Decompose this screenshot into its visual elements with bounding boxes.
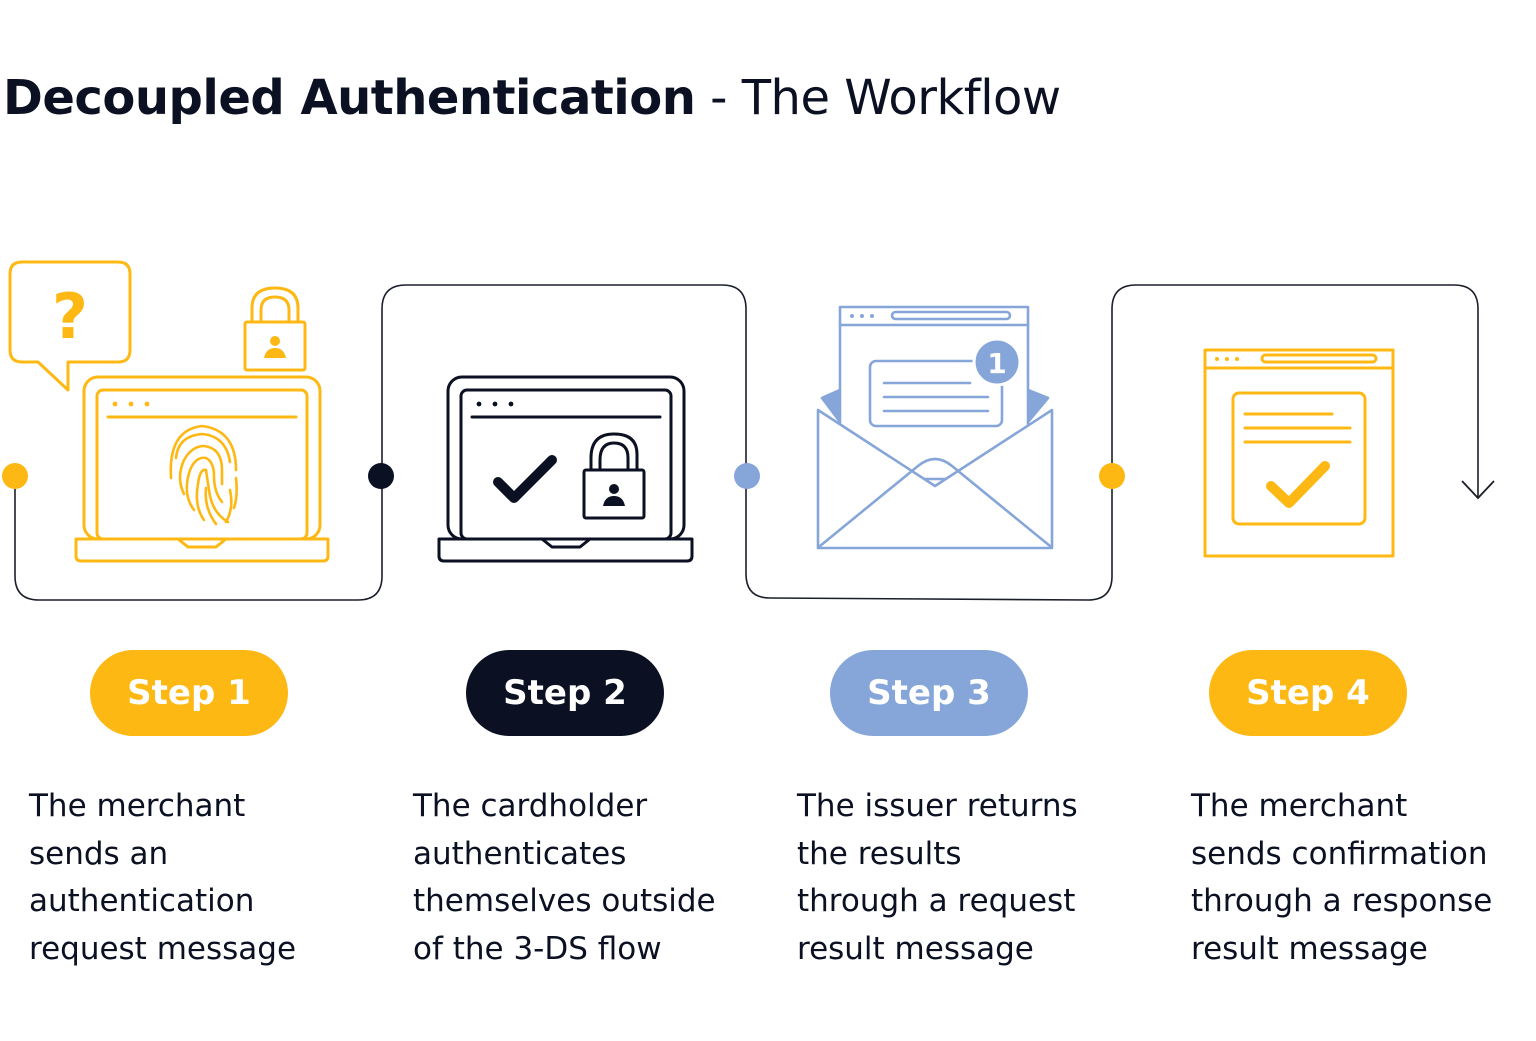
step-2-description: The cardholder authenticates themselves …	[413, 783, 716, 973]
approved-document-icon	[1203, 348, 1395, 558]
checkmark-icon	[493, 455, 557, 503]
arrow-head-icon	[1461, 480, 1495, 500]
question-bubble-icon: ?	[8, 260, 132, 392]
lock-icon	[243, 286, 307, 372]
node-dot-4	[1099, 463, 1125, 489]
open-lock-icon	[582, 432, 646, 520]
title-bold: Decoupled Authentication	[3, 70, 696, 126]
step-4-badge: Step 4	[1209, 650, 1407, 736]
fingerprint-icon	[169, 424, 238, 526]
step-2-line-3: themselves outside	[413, 883, 716, 919]
workflow-diagram: ?	[2, 260, 1495, 601]
notification-badge	[972, 337, 1022, 387]
step-3-badge: Step 3	[830, 650, 1028, 736]
step-1-line-1: The merchant	[29, 788, 246, 824]
step-4-description: The merchant sends confirmation through …	[1191, 783, 1492, 973]
step-4-line-2: sends confirmation	[1191, 835, 1488, 872]
step-3-description: The issuer returns the results through a…	[797, 783, 1078, 973]
step-3-line-2: the results	[797, 835, 962, 872]
step-1-label: Step 1	[127, 673, 251, 713]
step-2-line-4: of the 3-DS flow	[413, 930, 662, 967]
envelope-notification-icon: 1	[816, 305, 1054, 550]
step-2-label: Step 2	[503, 673, 627, 713]
step-4-line-1: The merchant	[1191, 788, 1408, 824]
step-1-line-2: sends an	[29, 835, 169, 872]
step-3-line-1: The issuer returns	[797, 788, 1078, 824]
step-1-description: The merchant sends an authentication req…	[29, 783, 296, 973]
node-dot-3	[734, 463, 760, 489]
page-title: Decoupled Authentication - The Workflow	[3, 66, 1061, 130]
question-mark: ?	[52, 280, 88, 353]
approval-check-icon	[1266, 461, 1330, 508]
step-2-line-1: The cardholder	[413, 788, 648, 824]
step-3-label: Step 3	[867, 673, 991, 713]
notification-count: 1	[987, 347, 1006, 380]
title-rest: - The Workflow	[695, 70, 1061, 126]
step-2-line-2: authenticates	[413, 835, 627, 872]
step-4-line-3: through a response	[1191, 883, 1493, 919]
step-2-badge: Step 2	[466, 650, 664, 736]
step-1-line-4: request message	[29, 930, 297, 967]
step-4-line-4: result message	[1191, 930, 1428, 967]
fingerprint-laptop-icon: ?	[8, 260, 330, 563]
node-dot-2	[368, 463, 394, 489]
step-4-label: Step 4	[1246, 673, 1370, 713]
step-3-line-3: through a request	[797, 883, 1076, 919]
workflow-connector-line	[14, 284, 1479, 601]
step-3-line-4: result message	[797, 930, 1034, 967]
node-dot-1	[2, 463, 28, 489]
step-1-line-3: authentication	[29, 883, 255, 919]
step-1-badge: Step 1	[90, 650, 288, 736]
unlocked-laptop-icon	[437, 375, 694, 563]
